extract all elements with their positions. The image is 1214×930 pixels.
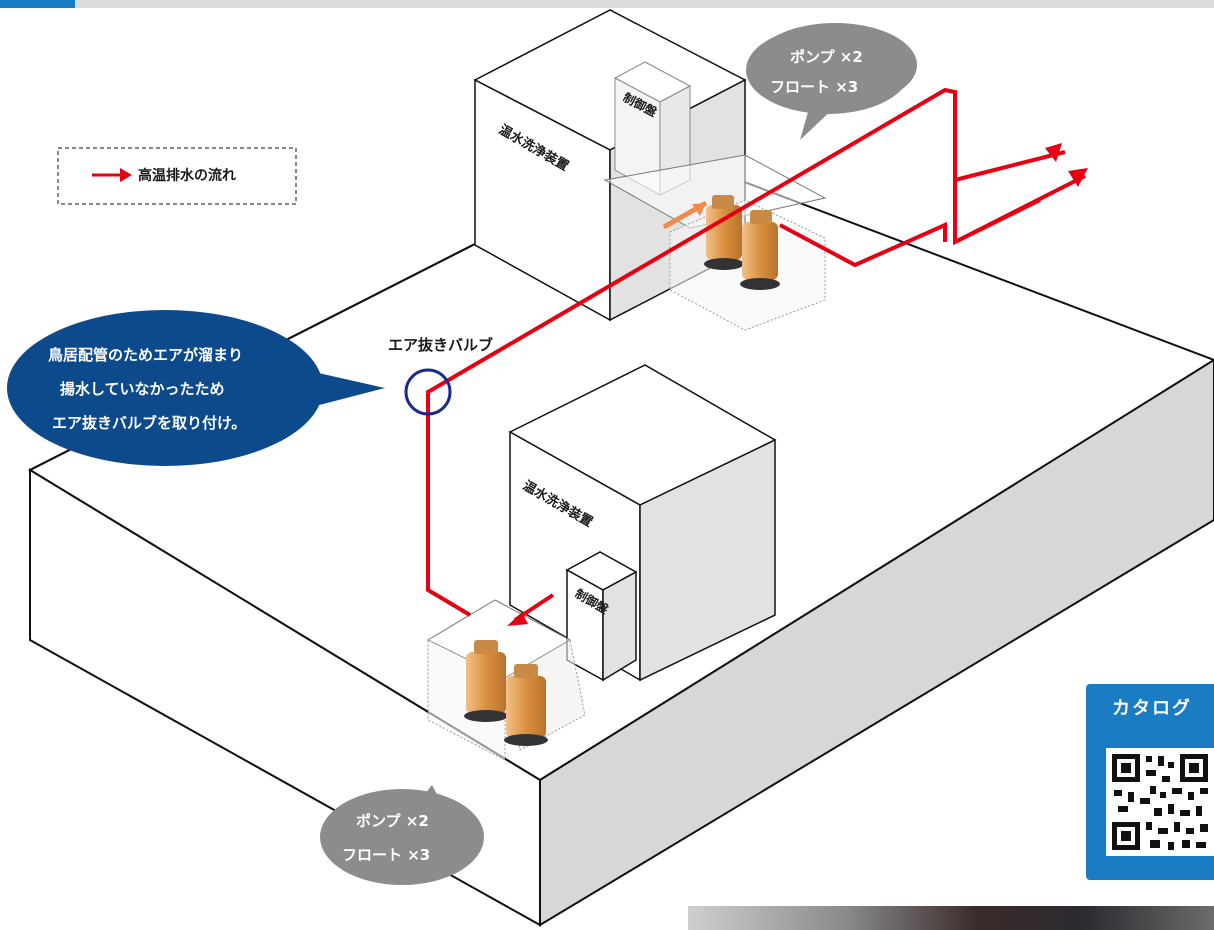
catalog-title: カタログ (1112, 698, 1192, 719)
lower-inflow-arrow (507, 593, 555, 626)
legend: 高温排水の流れ (57, 147, 297, 205)
discharge-pipe (426, 87, 1086, 617)
note-line2: 揚水していなかったため (60, 380, 225, 398)
qr-code-icon[interactable] (1106, 748, 1214, 856)
upper-callout: ポンプ ×2 フロート ×3 (746, 22, 918, 140)
lower-control-panel: 制御盤 (565, 551, 638, 682)
upper-pump-1 (704, 195, 744, 270)
upper-pump-2 (740, 210, 780, 290)
air-valve-label: エア抜きバルブ (388, 336, 493, 354)
top-bar-accent (0, 0, 75, 8)
photo-strip (688, 906, 1214, 930)
legend-label: 高温排水の流れ (138, 167, 236, 184)
top-bar (0, 0, 1214, 8)
lower-callout-line1: ポンプ ×2 (356, 812, 429, 830)
note-line1: 鳥居配管のためエアが溜まり (48, 346, 243, 364)
lower-callout: ポンプ ×2 フロート ×3 (320, 785, 484, 885)
lower-callout-line2: フロート ×3 (342, 846, 430, 864)
upper-callout-line1: ポンプ ×2 (790, 48, 863, 66)
note-callout: 鳥居配管のためエアが溜まり 揚水していなかったため エア抜きバルブを取り付け。 (7, 310, 385, 466)
catalog-panel[interactable]: カタログ (1086, 684, 1214, 880)
note-line3: エア抜きバルブを取り付け。 (52, 414, 246, 432)
lower-pump-1 (464, 640, 508, 722)
lower-washer-unit: 温水洗浄装置 (508, 364, 777, 682)
lower-pump-2 (504, 664, 548, 746)
upper-callout-line2: フロート ×3 (770, 78, 858, 96)
air-valve-marker (404, 368, 452, 416)
